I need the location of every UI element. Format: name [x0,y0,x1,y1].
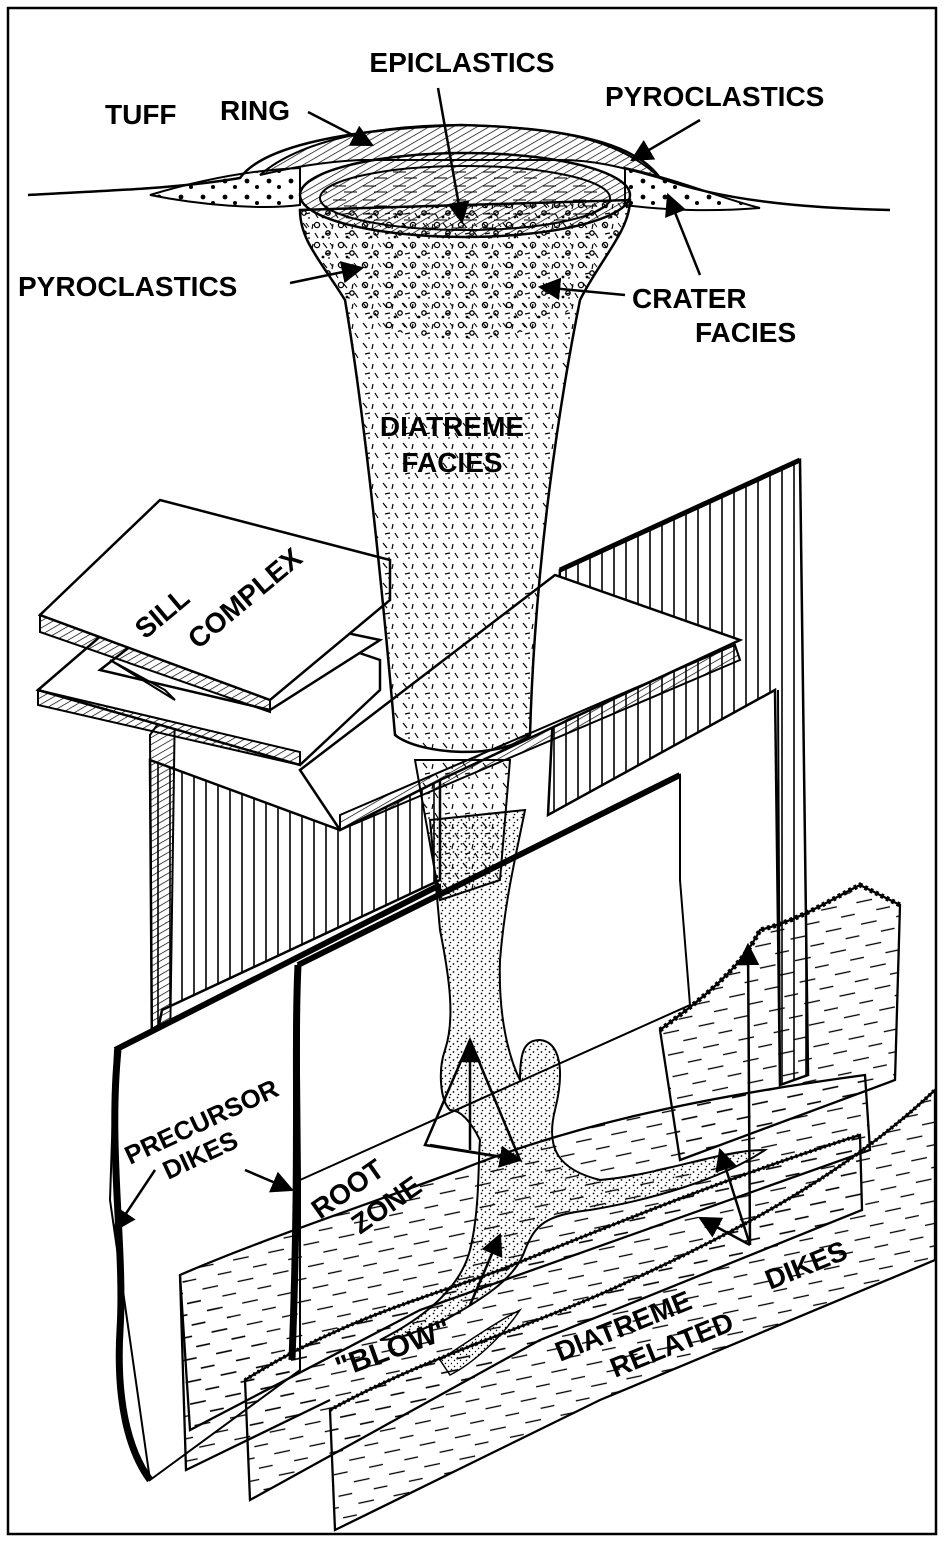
label-pyroclastics-left: PYROCLASTICS [18,271,237,302]
label-ring: RING [220,95,290,126]
label-diatreme: DIATREME [380,411,524,442]
label-tuff: TUFF [105,99,177,130]
label-facies-crater: FACIES [695,317,796,348]
label-epiclastics: EPICLASTICS [369,47,554,78]
label-pyroclastics-top: PYROCLASTICS [605,81,824,112]
label-crater: CRATER [632,283,747,314]
label-facies-diatreme: FACIES [401,447,502,478]
